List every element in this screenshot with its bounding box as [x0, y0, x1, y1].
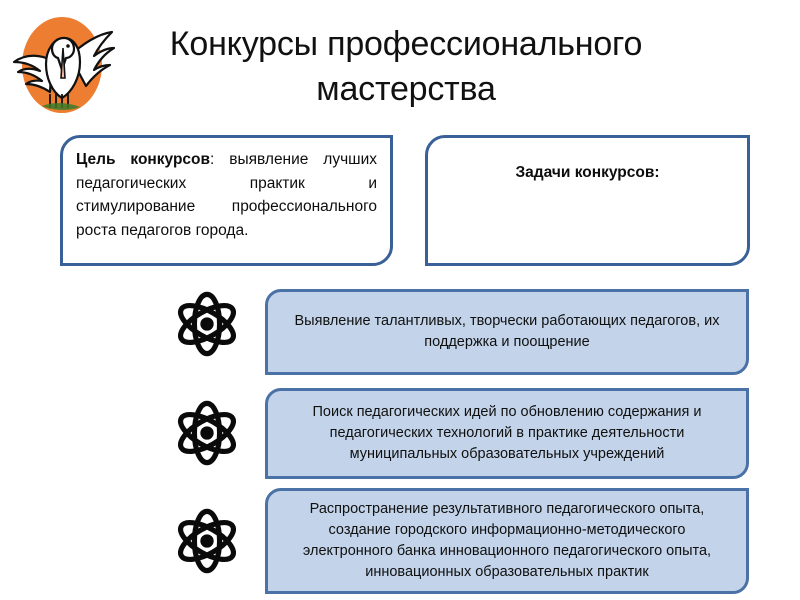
- task-box: Выявление талантливых, творчески работаю…: [265, 289, 749, 375]
- task-text: Выявление талантливых, творчески работаю…: [294, 313, 720, 350]
- tasks-heading-box: Задачи конкурсов:: [425, 135, 750, 266]
- page-title: Конкурсы профессионального мастерства: [169, 25, 643, 108]
- goal-label: Цель конкурсов: [76, 151, 211, 168]
- goal-body: выявление лучших педагогических практик …: [76, 151, 377, 239]
- atom-icon: [170, 504, 244, 578]
- goal-box: Цель конкурсов: выявление лучших педагог…: [60, 135, 393, 266]
- task-text: Поиск педагогических идей по обновлению …: [312, 404, 702, 462]
- tasks-heading-title: Задачи конкурсов:: [515, 164, 660, 181]
- task-text: Распространение результативного педагоги…: [302, 501, 712, 580]
- goal-separator: :: [210, 151, 230, 168]
- task-box: Поиск педагогических идей по обновлению …: [265, 388, 749, 479]
- goal-text: Цель конкурсов: выявление лучших педагог…: [76, 148, 377, 242]
- atom-icon: [170, 287, 244, 361]
- atom-icon: [170, 396, 244, 470]
- task-box: Распространение результативного педагоги…: [265, 488, 749, 594]
- pelican-logo-icon: [6, 8, 118, 120]
